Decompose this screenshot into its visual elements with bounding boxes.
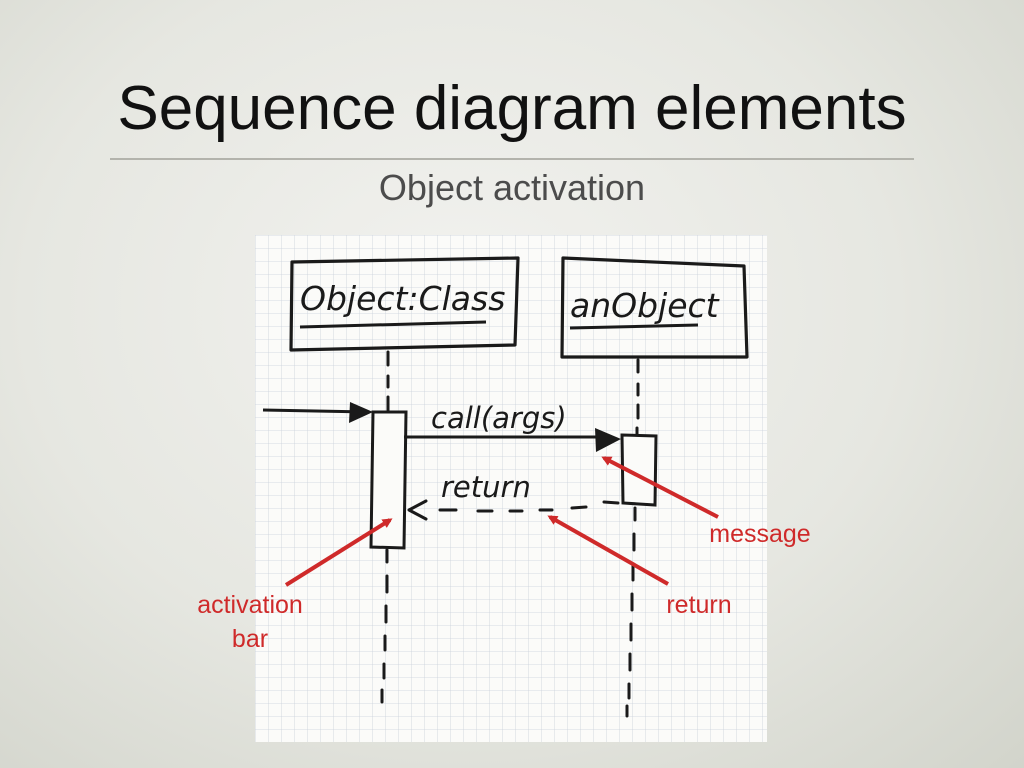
object-label-anobject: anObject	[570, 286, 720, 325]
callout-activation-line2: bar	[231, 624, 269, 653]
object-box-object-class: Object:Class	[289, 256, 520, 352]
message-callout-arrow	[601, 456, 719, 519]
call-message: call(args)	[404, 401, 621, 452]
activation-bar-anobject	[620, 433, 658, 507]
return-message: return	[407, 470, 620, 521]
activation-bar-callout-arrow	[284, 518, 393, 587]
callout-activation-line1: activation	[197, 591, 303, 619]
graph-paper-grid	[255, 235, 767, 742]
title-divider	[110, 158, 914, 160]
call-message-label: call(args)	[431, 401, 567, 435]
object-label-object-class: Object:Class	[300, 279, 505, 318]
lifeline-anobject	[625, 358, 640, 718]
slide-title: Sequence diagram elements	[117, 74, 907, 143]
activation-bar-object-class	[369, 410, 408, 550]
lifeline-object-class	[380, 350, 390, 704]
callout-activation-bar: activation bar	[180, 589, 320, 657]
slide-subtitle: Object activation	[378, 167, 646, 208]
callout-message: message	[709, 520, 811, 548]
object-box-anobject: anObject	[560, 256, 749, 359]
incoming-message-arrow	[262, 402, 373, 423]
return-callout-arrow	[547, 515, 669, 586]
return-message-label: return	[441, 470, 531, 504]
callout-return: return	[666, 591, 732, 619]
